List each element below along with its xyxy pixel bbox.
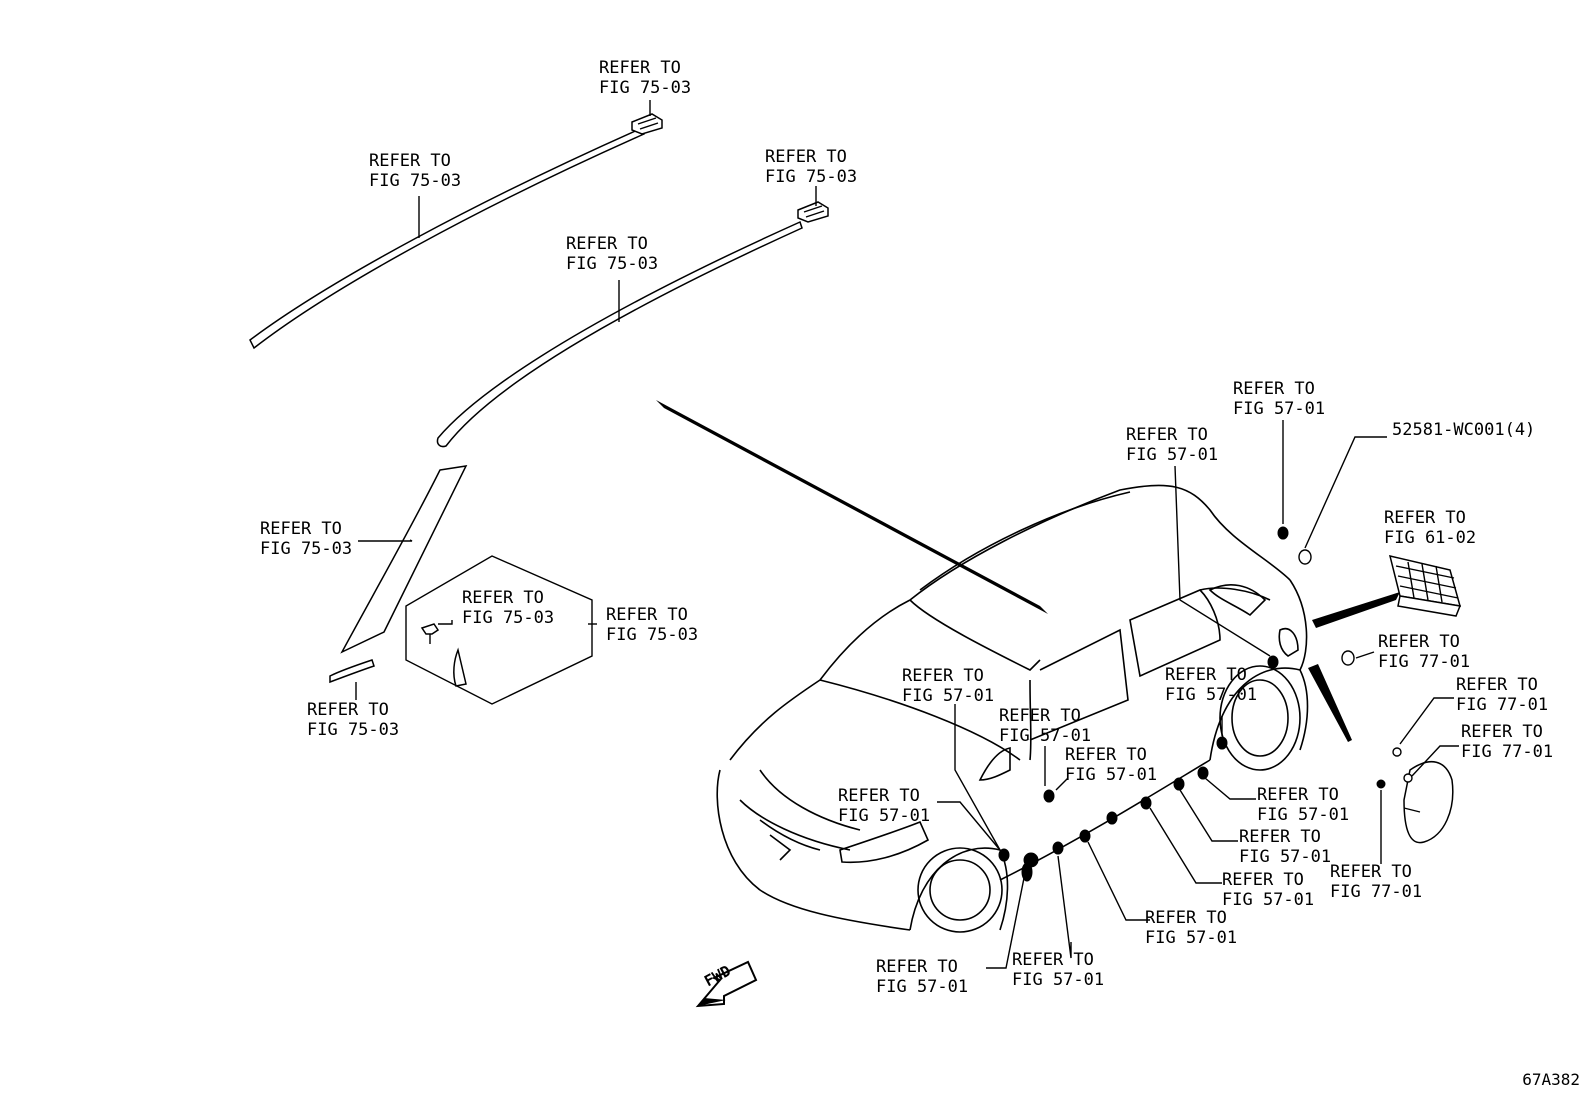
part-number-label: 52581-WC001(4) [1392, 420, 1536, 440]
rear-pointer-lower [1308, 664, 1352, 742]
detail-hexagon [405, 555, 593, 705]
a-pillar-molding [340, 465, 468, 654]
rear-vent-part [1388, 554, 1462, 617]
roof-molding-right [436, 220, 803, 448]
fwd-arrow [695, 960, 758, 1008]
fuel-lid-part [1403, 760, 1454, 844]
roof-rail-clip-left [631, 113, 663, 135]
plug-markers [998, 526, 1386, 882]
rear-pointer-upper [1312, 592, 1400, 628]
roof-rail-clip-right [797, 201, 829, 223]
figure-code: 67A382 [1522, 1070, 1580, 1089]
open-ring-markers [1298, 549, 1413, 783]
a-pillar-lower-molding [329, 659, 375, 684]
leader-lines [355, 100, 1459, 969]
molding-pointer [656, 400, 1048, 614]
